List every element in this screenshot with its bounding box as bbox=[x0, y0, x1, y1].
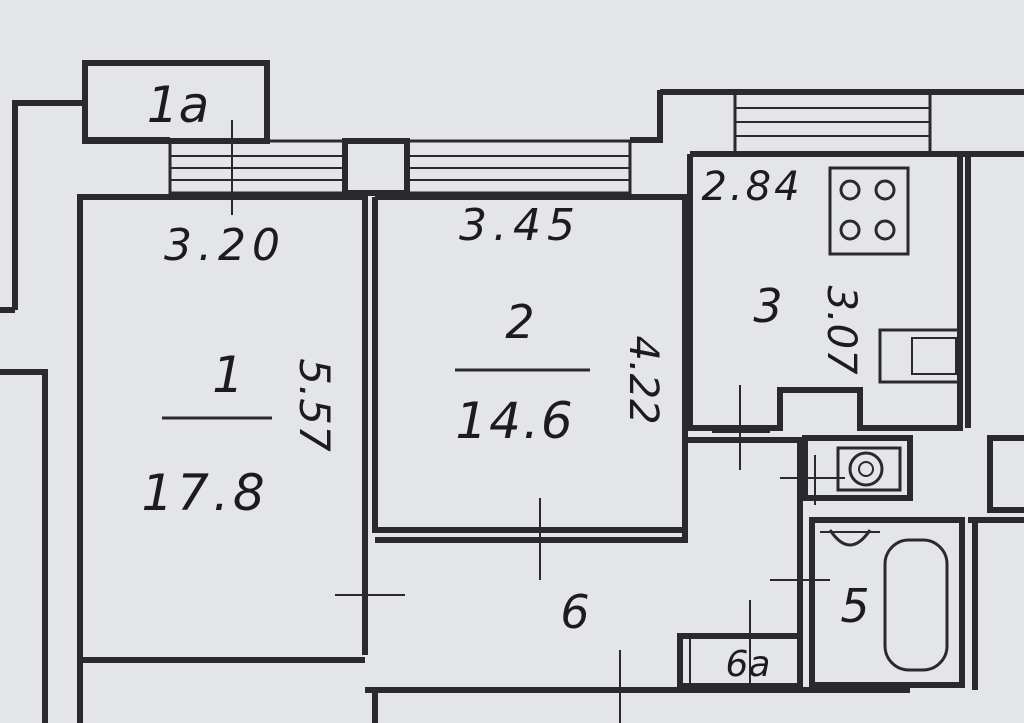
closet-number-label: 6a bbox=[726, 644, 771, 685]
hall-number-label: 6 bbox=[560, 585, 589, 639]
window-room1 bbox=[168, 139, 347, 195]
balcony-label: 1a bbox=[147, 76, 209, 134]
room1-number-label: 1 bbox=[212, 346, 244, 404]
washbasin-icon bbox=[828, 529, 872, 547]
room-1 bbox=[77, 194, 405, 723]
window-kitchen bbox=[733, 90, 932, 156]
wall-pier bbox=[342, 138, 410, 196]
kitchen-number-label: 3 bbox=[753, 279, 782, 333]
room-6a-closet bbox=[677, 600, 803, 689]
room2-area-label: 14.6 bbox=[455, 392, 574, 450]
room1-length-label: 5.57 bbox=[290, 358, 339, 452]
bathtub-icon bbox=[883, 538, 949, 672]
stove-icon bbox=[828, 166, 910, 256]
neighbor-fragment bbox=[968, 435, 1024, 690]
kitchen-width-label: 2.84 bbox=[701, 164, 802, 210]
room2-length-label: 4.22 bbox=[620, 335, 666, 424]
room1-width-label: 3.20 bbox=[164, 220, 286, 271]
bathroom-number-label: 5 bbox=[840, 579, 869, 633]
room-5-bathroom bbox=[770, 517, 965, 688]
window-room2 bbox=[405, 139, 632, 195]
room1-area-label: 17.8 bbox=[141, 464, 268, 522]
room-6-hall bbox=[365, 437, 910, 723]
room2-width-label: 3.45 bbox=[459, 200, 581, 251]
room-3-kitchen bbox=[687, 151, 1024, 470]
room2-number-label: 2 bbox=[505, 295, 534, 349]
kitchen-length-label: 3.07 bbox=[818, 285, 864, 375]
toilet-room bbox=[780, 435, 913, 505]
sink-icon bbox=[878, 328, 962, 384]
